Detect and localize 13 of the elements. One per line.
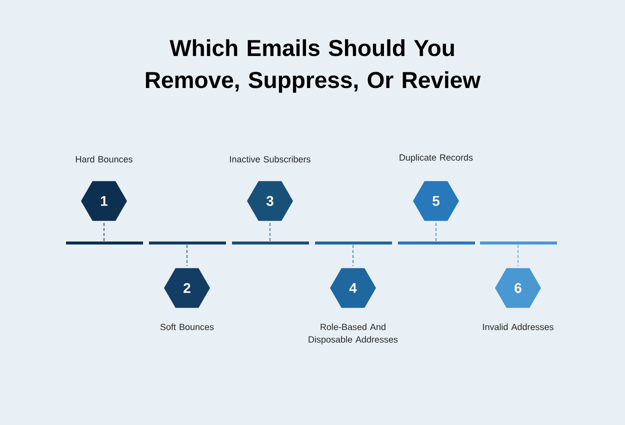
hexagon: 3 <box>247 181 293 221</box>
step-label: Role-Based And Disposable Addresses <box>308 324 398 344</box>
step-label: Hard Bounces <box>76 156 132 162</box>
step-label: Inactive Subscribers <box>230 156 310 162</box>
title: Which Emails Should You Remove, Suppress, Or Review <box>146 39 481 93</box>
step-label: Soft Bounces <box>160 324 214 330</box>
hexagon: 2 <box>164 268 210 308</box>
hexagon: 5 <box>413 181 459 221</box>
step-label: Duplicate Records <box>400 154 473 162</box>
hexagon: 1 <box>81 181 127 221</box>
step-label: Invalid Addresses <box>483 324 554 330</box>
hexagon: 6 <box>495 268 541 308</box>
hexagon: 4 <box>330 268 376 308</box>
